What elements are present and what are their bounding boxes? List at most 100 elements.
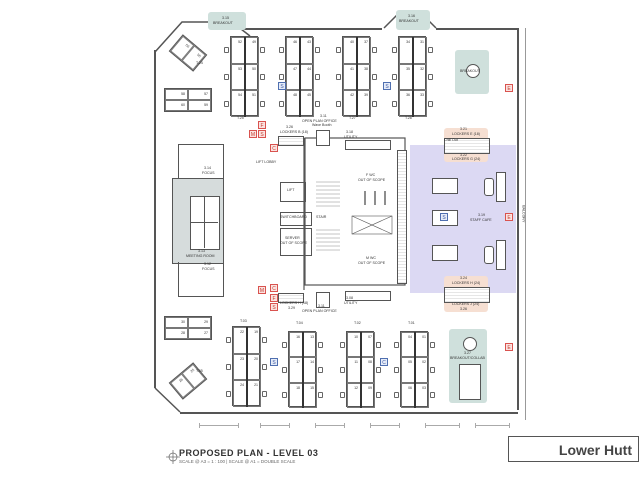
room-id: 3.11 xyxy=(320,114,327,118)
room-label: SWITCHBOARD xyxy=(280,215,307,219)
room-label: Chill Out xyxy=(444,138,458,142)
seat-number: 23 xyxy=(240,356,244,361)
wave-booth-south xyxy=(316,292,330,308)
chair-icon xyxy=(262,337,267,344)
dimension-line xyxy=(370,423,400,428)
chair-icon xyxy=(336,47,341,54)
desk-seat: 34 xyxy=(399,37,413,64)
team-label: T.27 xyxy=(349,116,356,120)
desk-seat: 36 xyxy=(399,90,413,117)
seat-number: 04 xyxy=(408,335,412,339)
room-note: OUT OF SCOPE xyxy=(358,178,386,182)
desk-seat: 32 xyxy=(413,63,427,91)
desk-seat: 07 xyxy=(361,332,375,358)
cafe-sofa-2 xyxy=(496,240,506,270)
desk-seat: 31 xyxy=(413,37,427,64)
seat-number: 56 xyxy=(184,43,191,49)
room-label: F WC xyxy=(366,173,376,177)
tag-c-south: C xyxy=(270,284,278,292)
chair-icon xyxy=(340,367,345,373)
room-id: 3.26 xyxy=(286,125,293,129)
room-label: LOCKERS B (18) xyxy=(280,130,308,134)
room-id: 3.21 xyxy=(460,127,467,131)
seat-number: 28 xyxy=(181,331,185,335)
desk-divider xyxy=(244,37,246,117)
desk-seat: 43 xyxy=(300,37,314,64)
desk-seat: 47 xyxy=(286,63,300,91)
desk-seat: 24 xyxy=(233,380,247,407)
chair-icon xyxy=(394,392,399,399)
seat-number: 46 xyxy=(293,40,297,44)
room-id: 3.11 xyxy=(318,304,325,308)
seat-number: 25 xyxy=(189,367,196,374)
dimension-line xyxy=(199,423,239,428)
wall-east-outer xyxy=(525,28,526,420)
seat-number: 24 xyxy=(240,383,244,388)
chair-icon xyxy=(392,47,397,54)
chair-icon xyxy=(279,74,284,80)
chair-icon xyxy=(428,100,433,107)
seat-number: 42 xyxy=(350,93,354,98)
desk-seat: 20 xyxy=(247,353,261,381)
seat-number: 10 xyxy=(354,335,358,339)
room-id: 3.22 xyxy=(460,153,467,157)
desk-seat: 02 xyxy=(415,357,429,383)
desk-seat: 19 xyxy=(247,327,261,354)
seat-number: 49 xyxy=(252,40,256,44)
desk-seat: 39 xyxy=(357,90,371,117)
seat-number: 14 xyxy=(310,360,314,365)
room-note: OUT OF SCOPE xyxy=(280,241,308,245)
seat-number: 41 xyxy=(350,66,354,71)
server-room xyxy=(280,228,312,256)
room-id: 3.16 xyxy=(408,14,415,18)
chair-icon xyxy=(394,341,399,348)
lockers-south-strip xyxy=(278,293,304,303)
room-label: LOCKERS H (18) xyxy=(280,301,309,305)
chair-icon xyxy=(430,367,435,373)
tag-e-north: E xyxy=(505,84,513,92)
chair-icon xyxy=(372,47,377,54)
dimension-line xyxy=(475,423,510,428)
seat-number: 48 xyxy=(293,93,297,98)
desk-divider xyxy=(412,37,414,117)
desk-seat: 37 xyxy=(357,37,371,64)
seat-number: 17 xyxy=(296,360,300,365)
seat-number: 37 xyxy=(364,40,368,44)
desk-seat: 06 xyxy=(401,382,415,408)
chair-icon xyxy=(260,74,265,80)
plan-title: PROPOSED PLAN - LEVEL 03 xyxy=(179,448,319,458)
location-box: Lower Hutt xyxy=(508,436,639,462)
room-id: 3.27 xyxy=(464,351,471,355)
room-label: LOCKERS H (24) xyxy=(452,281,481,285)
team-label: T.24 xyxy=(196,61,203,65)
tag-e-mid: E xyxy=(505,213,513,221)
tag-c-blue-s2: C xyxy=(380,358,388,366)
chair-icon xyxy=(315,47,320,54)
seat-number: 60 xyxy=(181,103,185,107)
room-id: 3.29 xyxy=(288,306,295,310)
chair-icon xyxy=(372,100,377,107)
team-label: T.01 xyxy=(408,321,415,325)
desk-divider xyxy=(299,37,301,117)
seat-number: 21 xyxy=(254,383,258,388)
desk-seat: 09 xyxy=(361,382,375,408)
chair-icon xyxy=(260,100,265,107)
chair-icon xyxy=(340,341,345,348)
tag-s-blue-s1: S xyxy=(270,358,278,366)
desk-seat: 04 xyxy=(401,332,415,358)
desk-seat: 46 xyxy=(286,37,300,64)
room-label: FOCUS xyxy=(202,267,215,271)
desk-seat: 11 xyxy=(347,357,361,383)
meeting-table xyxy=(190,196,220,250)
lockers-e3-strip xyxy=(444,287,490,303)
seat-number: 01 xyxy=(422,335,426,339)
chair-icon xyxy=(224,74,229,80)
cafe-table-3 xyxy=(432,245,458,261)
seat-number: 43 xyxy=(307,40,311,44)
chair-icon xyxy=(224,100,229,107)
seat-number: 27 xyxy=(204,331,208,335)
seat-number: 11 xyxy=(354,360,358,365)
